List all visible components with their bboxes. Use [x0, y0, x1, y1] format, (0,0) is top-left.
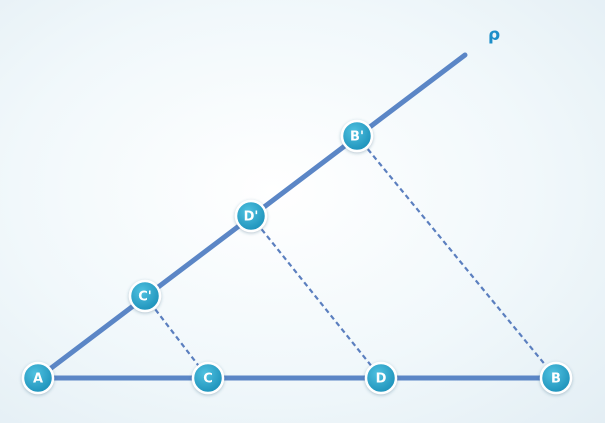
point-label: B: [551, 372, 561, 387]
point-marker: [539, 361, 573, 395]
segments-layer: [35, 52, 559, 381]
point-b1: B': [340, 119, 374, 153]
segment-c1-c: [144, 295, 209, 379]
point-marker: [340, 119, 374, 153]
point-marker: [128, 279, 162, 313]
point-label: C: [203, 372, 213, 387]
point-label: A: [33, 372, 43, 387]
ray-label-rho: ρ: [488, 25, 500, 45]
point-label: D': [244, 210, 259, 225]
point-label: B': [350, 130, 364, 145]
point-marker: [21, 361, 55, 395]
point-a: A: [21, 361, 55, 395]
segment-d1-d: [250, 215, 382, 379]
point-d: D: [364, 361, 398, 395]
point-b: B: [539, 361, 573, 395]
point-c: C: [191, 361, 225, 395]
segment-b1-b: [356, 135, 557, 379]
point-label: D: [376, 372, 387, 387]
point-marker: [364, 361, 398, 395]
point-label: C': [138, 290, 152, 305]
point-marker: [234, 199, 268, 233]
point-marker: [191, 361, 225, 395]
points-layer: A C D B C' D' B': [21, 119, 573, 395]
point-d1: D': [234, 199, 268, 233]
point-c1: C': [128, 279, 162, 313]
